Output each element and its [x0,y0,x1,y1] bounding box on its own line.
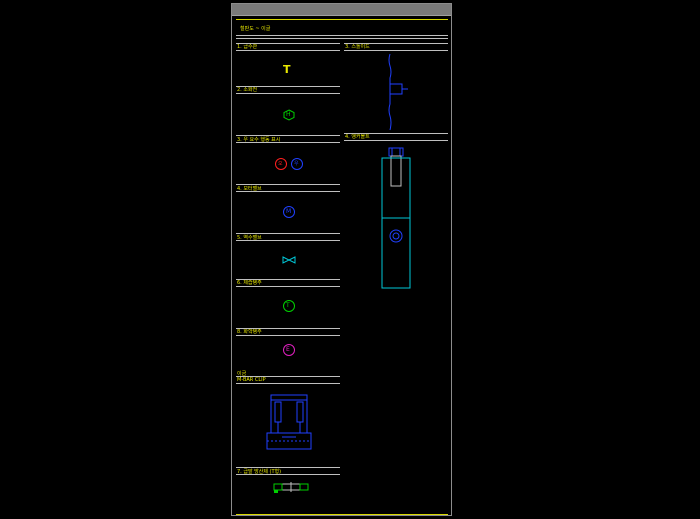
section-line-r2a [344,133,448,134]
section-line-b1 [236,467,340,468]
e-circle-letter: E [286,346,290,353]
section-label-r2: 4. 앵커볼트 [345,134,370,140]
bottom-border-line [236,514,448,515]
section-label-bottom: 7. 급발 방산제 (T형) [237,469,282,475]
t-circle-letter: T [286,302,290,309]
drawing-sheet: 철판도 ~ 이글 1. 급수관 2. 소화전 3. 우 요수 행동 표시 4. … [231,3,452,516]
anchor-bolt-drawing [381,147,411,289]
section-line-5a [236,233,340,234]
section-line-6a [236,279,340,280]
section-line-3b [236,142,340,143]
right-circle-label: 우 [294,161,299,167]
section-line-6b [236,286,340,287]
section-line-r1a [344,43,448,44]
tee-symbol: T [283,63,291,76]
section-label-7: 8. 화학탱주 [237,329,262,335]
section-label-4: 4. 모터밸브 [237,186,262,192]
section-line-1b [236,50,340,51]
section-line-1a [236,43,340,44]
motor-valve-icon [283,206,295,218]
title-underline [236,35,448,36]
e-circle-icon [283,344,295,356]
section-line-r1b [344,50,448,51]
section-label-2: 2. 소화전 [237,87,258,93]
section-label-r1: 3. 스톨이드 [345,44,370,50]
left-right-circles-icon [275,158,303,170]
m-bar-clip-drawing [266,394,312,450]
title-underline-2 [236,38,448,39]
t-valve-drawing [273,482,309,493]
section-label-1: 1. 급수관 [237,44,258,50]
clip-line-a [236,376,340,377]
section-line-r2b [344,140,448,141]
section-line-2a [236,86,340,87]
check-valve-icon [282,256,296,264]
section-line-2b [236,93,340,94]
section-line-4a [236,184,340,185]
clip-label-1: 이금 [237,371,247,377]
window-title-bar [232,4,451,16]
sheet-title: 철판도 ~ 이글 [240,26,271,32]
section-line-3a [236,135,340,136]
hydrant-letter: H [286,111,291,118]
left-circle-label: 오 [278,161,283,167]
top-border-line [236,19,448,20]
section-line-b2 [236,474,340,475]
section-line-7a [236,328,340,329]
section-line-5b [236,240,340,241]
section-label-3: 3. 우 요수 행동 표시 [237,137,281,143]
section-line-4b [236,191,340,192]
t-circle-icon [283,300,295,312]
hydrant-hexagon-icon [283,109,295,121]
clip-label-2: M-BAR CLIP [237,377,266,383]
section-label-6: 6. 제습탱주 [237,280,262,286]
section-line-7b [236,335,340,336]
clip-line-b [236,383,340,384]
motor-valve-letter: M [286,208,292,215]
stud-drawing [388,53,408,131]
section-label-5: 5. 역수밸브 [237,235,262,241]
